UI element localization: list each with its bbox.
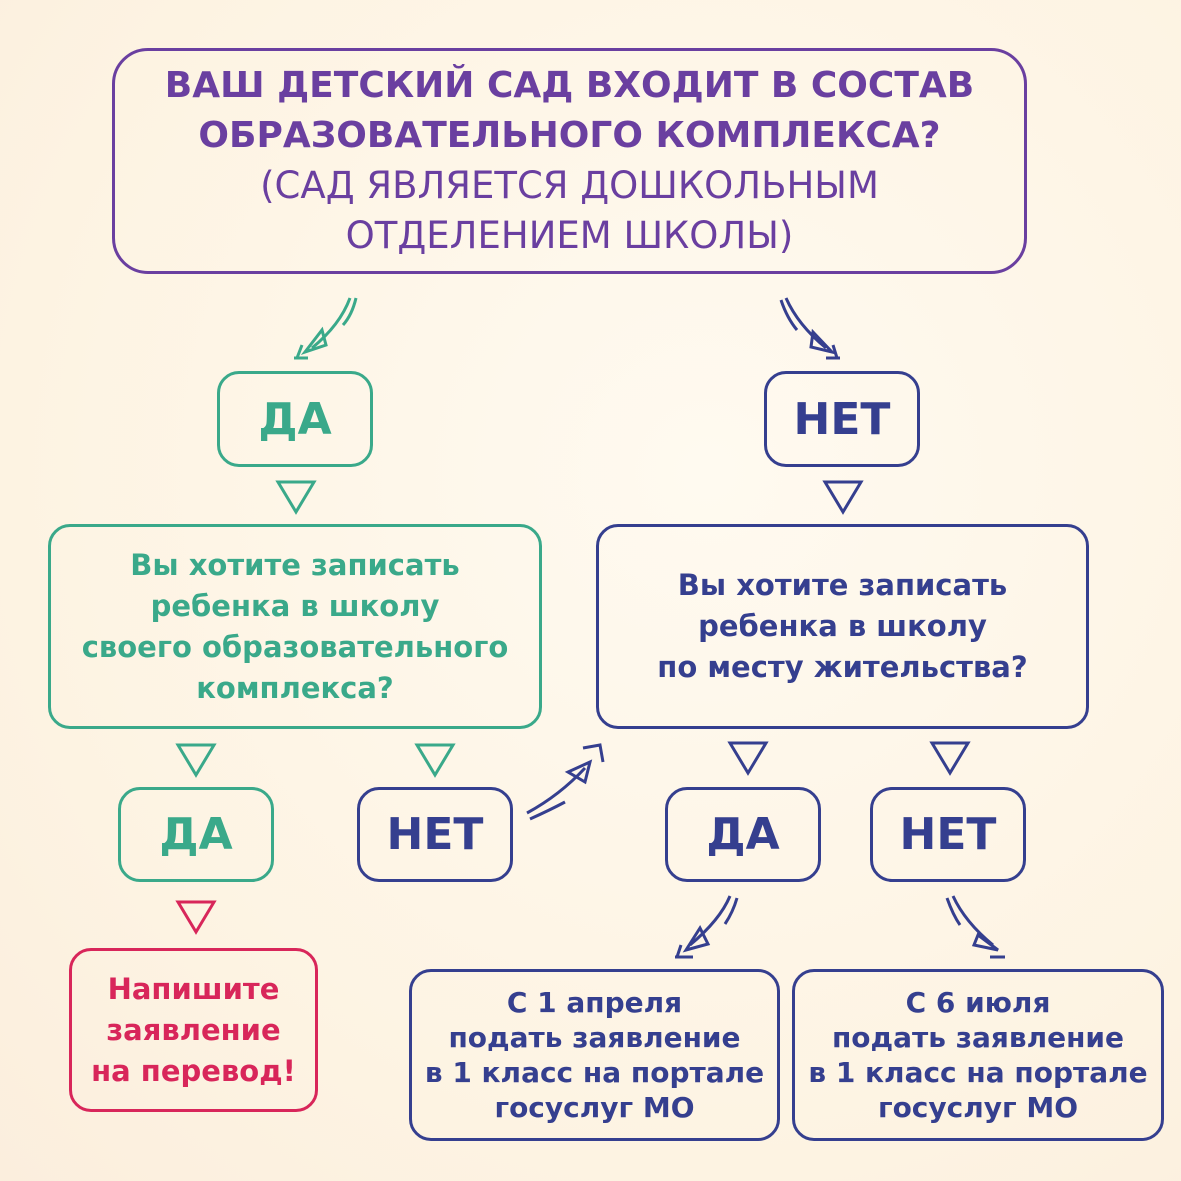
triangle-arrow-icon (275, 480, 317, 515)
result-transfer-line: на перевод! (91, 1053, 296, 1088)
curved-arrow-icon (675, 895, 739, 959)
result-july-line: в 1 класс на портале (808, 1056, 1148, 1089)
result-july-line: С 6 июля (905, 986, 1051, 1019)
question-right-line: по месту жительства? (657, 650, 1028, 684)
question-left-line: своего образовательного (81, 629, 509, 664)
main-question-line: ВАШ ДЕТСКИЙ САД ВХОДИТ В СОСТАВ (164, 65, 975, 106)
answer-no-2: НЕТ (357, 787, 513, 882)
result-transfer-line: заявление (106, 1012, 281, 1047)
result-april-line: подать заявление (448, 1021, 741, 1054)
result-april-line: С 1 апреля (506, 986, 683, 1019)
curved-arrow-icon (294, 297, 358, 360)
answer-yes-3: ДА (665, 787, 821, 882)
question-left-line: Вы хотите записать (130, 547, 460, 582)
triangle-arrow-icon (414, 743, 456, 778)
result-july-box: С 6 июля подать заявление в 1 класс на п… (792, 969, 1164, 1141)
main-question-box: ВАШ ДЕТСКИЙ САД ВХОДИТ В СОСТАВ ОБРАЗОВА… (112, 48, 1027, 274)
question-right-line: ребенка в школу (698, 609, 987, 643)
answer-no-3: НЕТ (870, 787, 1026, 882)
answer-no-1: НЕТ (764, 371, 920, 467)
main-question-note: (САД ЯВЛЯЕТСЯ ДОШКОЛЬНЫМ (260, 164, 879, 207)
result-transfer-box: Напишите заявление на перевод! (69, 948, 318, 1112)
result-april-line: в 1 класс на портале (424, 1056, 765, 1089)
triangle-arrow-icon (727, 741, 769, 776)
result-july-line: госуслуг МО (877, 1091, 1079, 1124)
result-april-line: госуслуг МО (494, 1091, 695, 1124)
result-july-line: подать заявление (831, 1021, 1125, 1054)
question-right-line: Вы хотите записать (677, 568, 1008, 602)
triangle-arrow-icon (175, 900, 217, 935)
result-april-box: С 1 апреля подать заявление в 1 класс на… (409, 969, 780, 1141)
question-right-box: Вы хотите записать ребенка в школу по ме… (596, 524, 1089, 729)
triangle-arrow-icon (929, 741, 971, 776)
result-transfer-line: Напишите (107, 971, 280, 1006)
question-left-box: Вы хотите записать ребенка в школу своег… (48, 524, 542, 729)
curved-arrow-icon (526, 743, 605, 821)
main-question-note: ОТДЕЛЕНИЕМ ШКОЛЫ) (345, 214, 794, 257)
answer-yes-1: ДА (217, 371, 373, 467)
curved-arrow-icon (945, 895, 1005, 959)
triangle-arrow-icon (822, 480, 864, 515)
answer-yes-2: ДА (118, 787, 274, 882)
curved-arrow-icon (779, 297, 840, 360)
question-left-line: ребенка в школу (150, 588, 440, 623)
triangle-arrow-icon (175, 743, 217, 778)
question-left-line: комплекса? (196, 670, 394, 705)
main-question-line: ОБРАЗОВАТЕЛЬНОГО КОМПЛЕКСА? (198, 115, 941, 156)
